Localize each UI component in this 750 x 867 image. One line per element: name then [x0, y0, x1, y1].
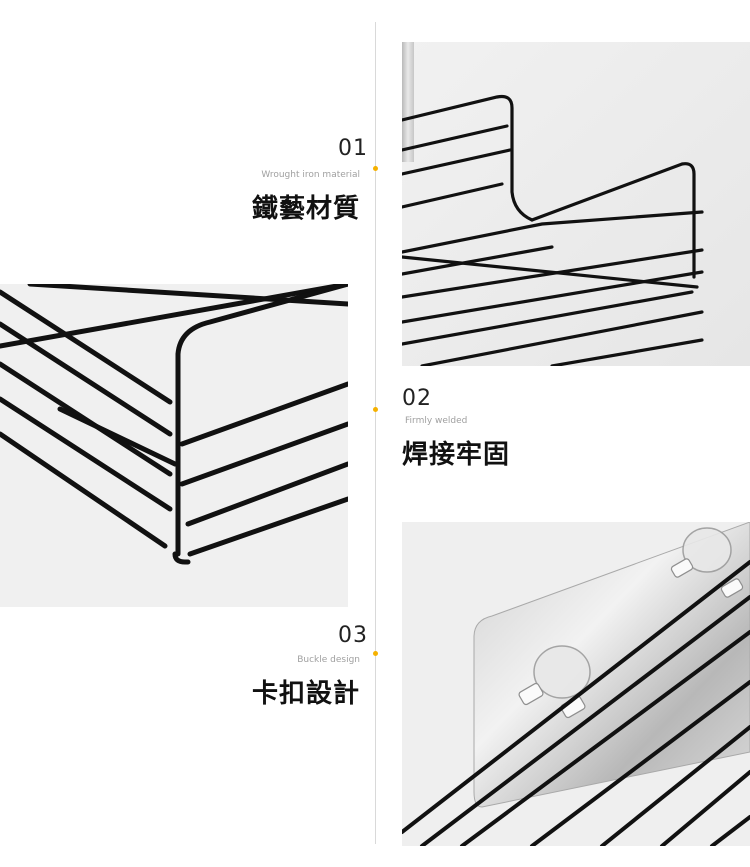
feature-2-title: 焊接牢固: [402, 440, 511, 470]
feature-3-title: 卡扣設計: [251, 679, 360, 709]
feature-2-english: Firmly welded: [405, 416, 468, 426]
feature-3-dot: [373, 651, 378, 656]
feature-2-dot: [373, 407, 378, 412]
photo-welded-corner: [0, 284, 348, 607]
feature-1-dot: [373, 166, 378, 171]
feature-1-title: 鐵藝材質: [251, 194, 360, 224]
feature-2-number: 02: [402, 386, 432, 411]
photo-buckle-design: [402, 522, 750, 846]
feature-3-number: 03: [338, 623, 368, 648]
photo-wrought-iron-rack: [402, 42, 750, 366]
center-divider-line: [375, 22, 376, 844]
feature-1-english: Wrought iron material: [261, 170, 360, 180]
feature-3-english: Buckle design: [297, 655, 360, 665]
feature-1-number: 01: [338, 136, 368, 161]
